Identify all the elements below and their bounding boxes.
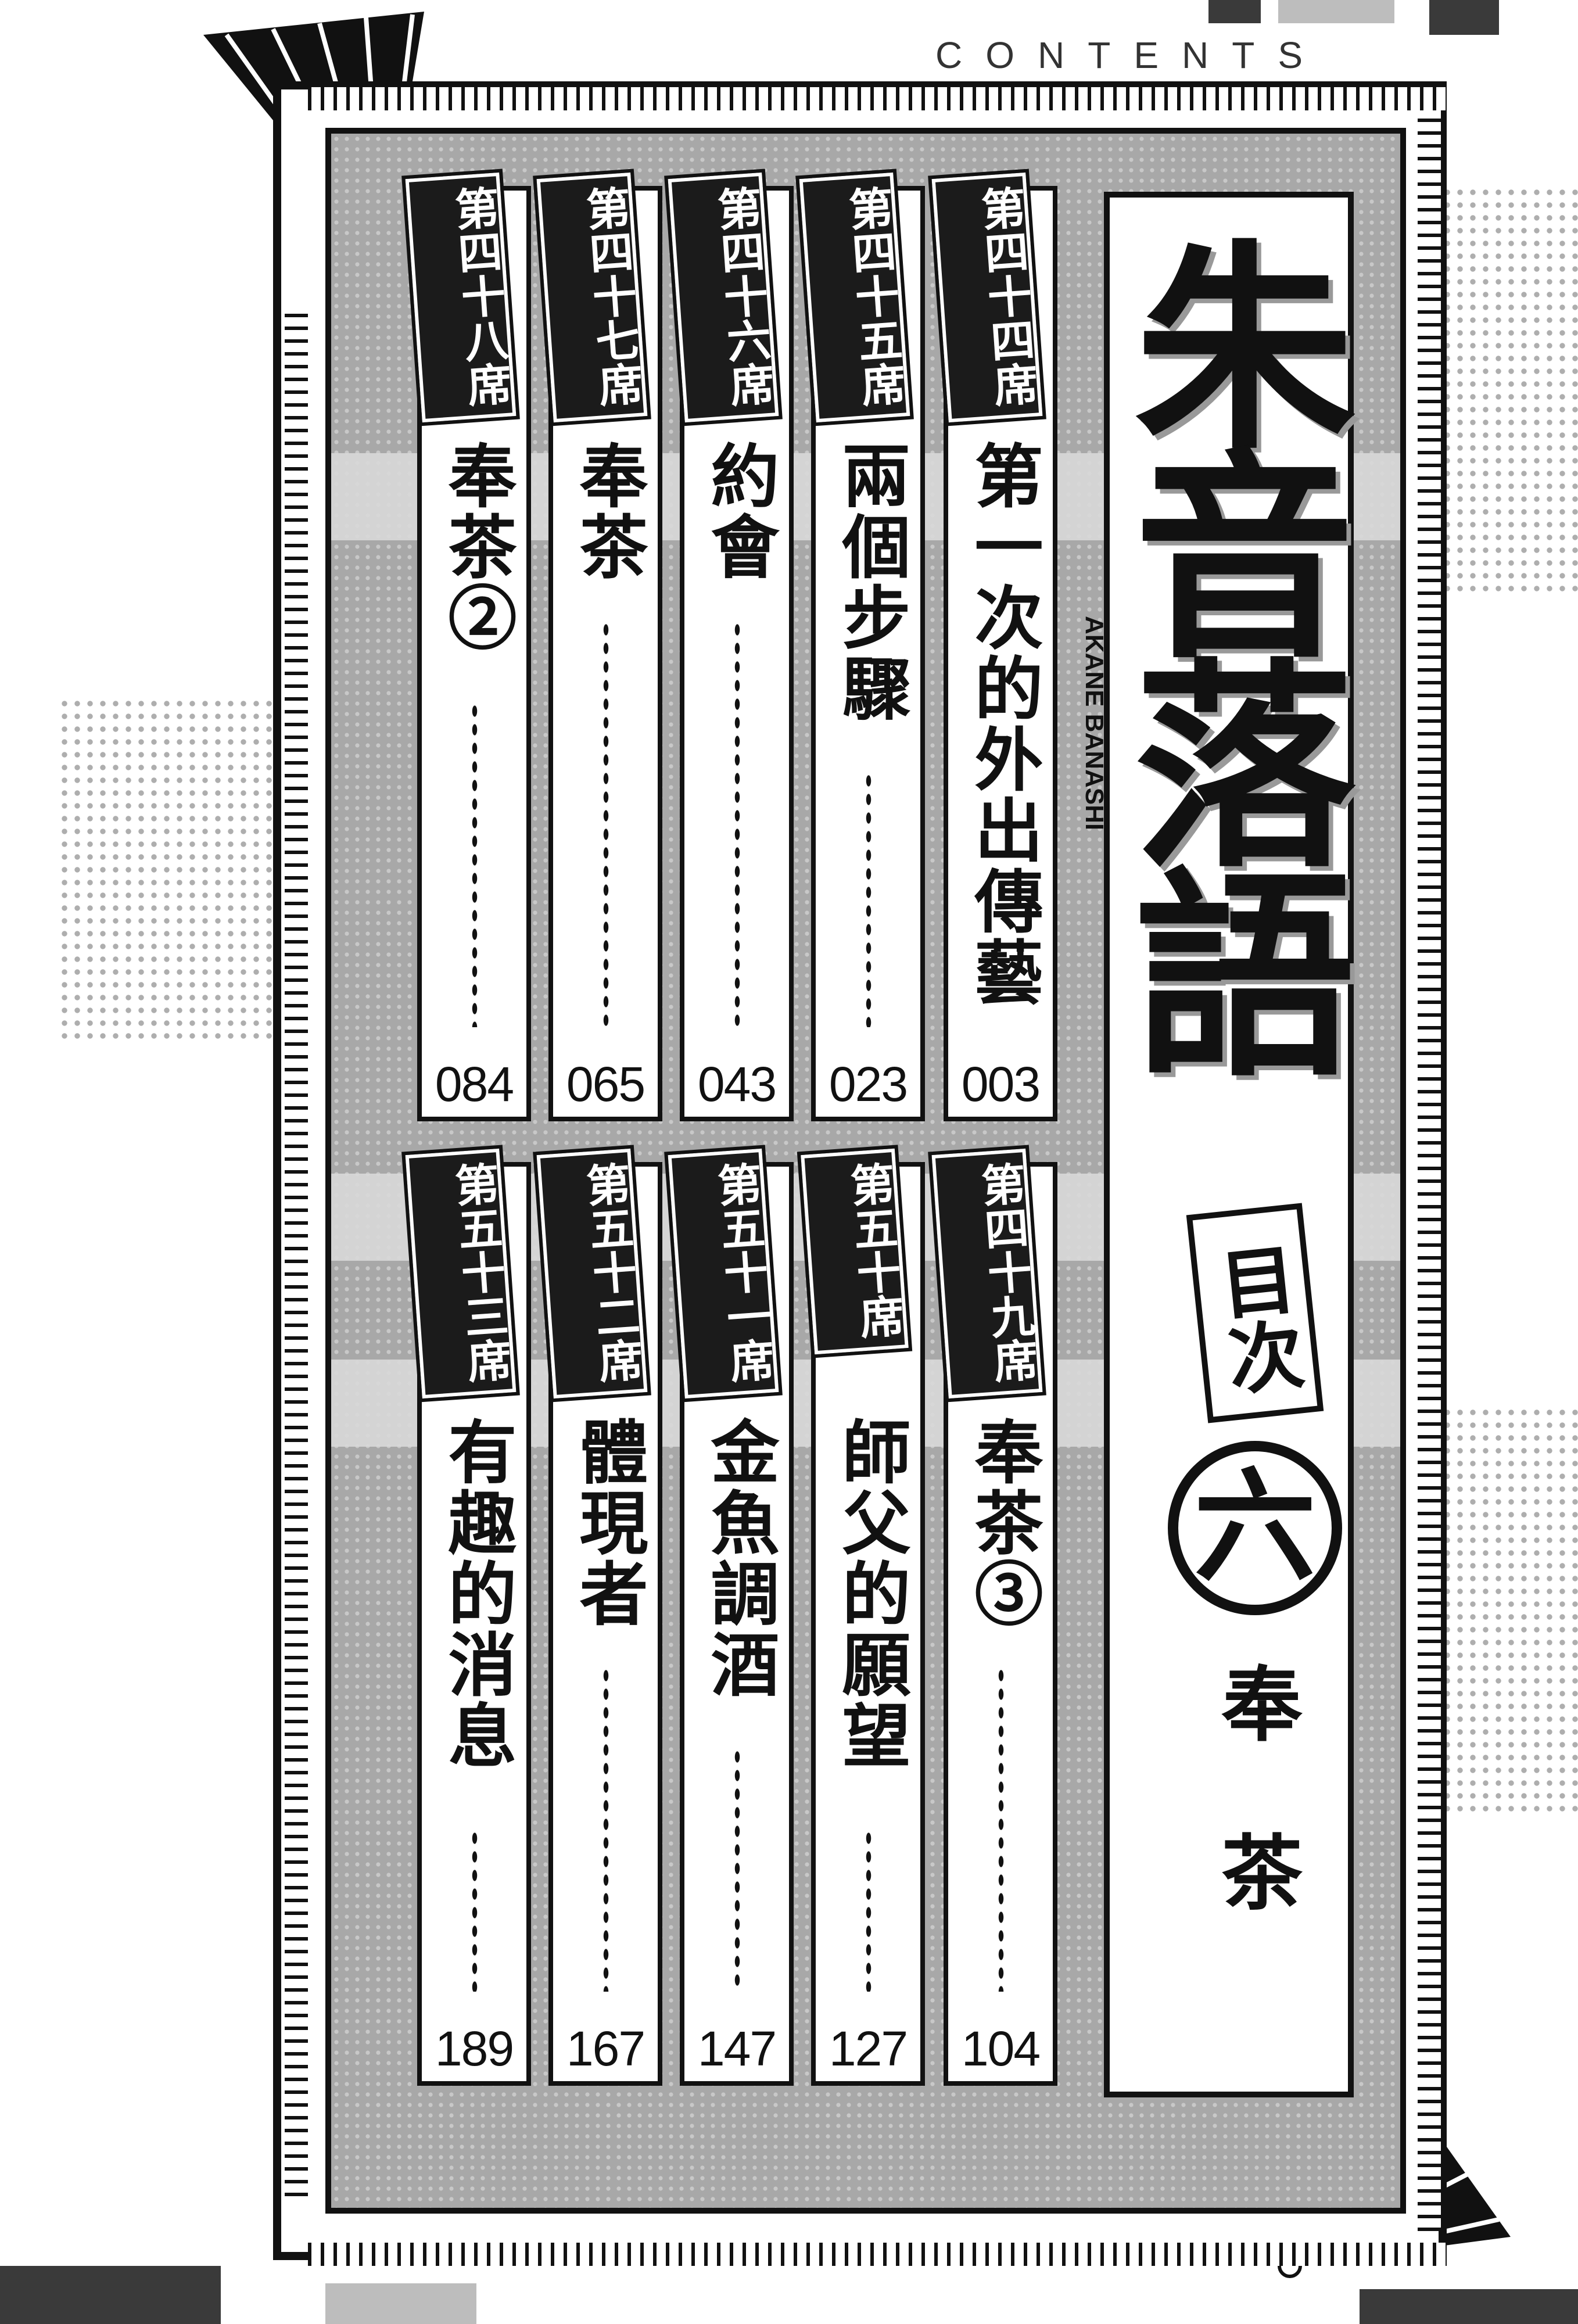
frame-rail <box>285 314 308 2196</box>
contents-label: CONTENTS <box>935 34 1326 76</box>
chapter-number: 第五十席 <box>797 1145 913 1358</box>
dotted-texture-left <box>58 697 279 1046</box>
chapter-entry[interactable]: 第五十二席 體現者 167 <box>532 1145 662 2086</box>
corner-stripe <box>1429 0 1499 35</box>
dot-leader <box>865 772 873 1027</box>
chapter-page: 147 <box>697 2021 777 2076</box>
volume-number: 六 <box>1168 1441 1342 1615</box>
chapter-page: 167 <box>566 2021 645 2076</box>
chapter-title: 兩個步驟 <box>830 440 911 724</box>
dot-leader <box>471 1829 479 1992</box>
chapter-title: 奉茶 <box>568 440 648 582</box>
chapter-number: 第四十八席 <box>401 168 521 426</box>
dotted-texture-right-top <box>1441 186 1578 593</box>
dot-leader <box>602 621 610 1027</box>
chapter-title: 奉茶③ <box>963 1416 1043 1629</box>
chapter-page: 023 <box>829 1057 908 1111</box>
corner-stripe <box>1360 2289 1578 2324</box>
chapter-page: 104 <box>961 2021 1041 2076</box>
chapter-number: 第五十三席 <box>401 1145 521 1403</box>
chapter-title: 第一次的外出傳藝 <box>963 440 1043 1007</box>
chapter-number: 第五十一席 <box>664 1145 783 1403</box>
chapter-entry[interactable]: 第五十三席 有趣的消息 189 <box>401 1145 531 2086</box>
chapter-title: 有趣的消息 <box>436 1416 517 1771</box>
series-title-block: 朱音落語 <box>1096 192 1356 2097</box>
chapter-title: 奉茶② <box>436 440 517 653</box>
chapter-number: 第四十四席 <box>927 168 1047 426</box>
corner-stripe <box>0 2266 221 2324</box>
dot-leader <box>997 1666 1005 1992</box>
dot-leader <box>602 1666 610 1992</box>
dot-leader <box>471 702 479 1027</box>
corner-stripe <box>1278 0 1394 23</box>
corner-stripe <box>1208 0 1261 23</box>
series-title: 朱音落語 <box>1096 232 1356 1069</box>
chapter-page: 127 <box>829 2021 908 2076</box>
chapter-entry[interactable]: 第四十七席 奉茶 065 <box>532 168 662 1121</box>
toc-label: 目次 <box>1186 1203 1324 1423</box>
volume-subtitle: 奉茶 <box>1207 1662 1303 1999</box>
series-romaji: AKANE BANASHI <box>1080 616 1109 831</box>
chapter-number: 第四十五席 <box>795 168 914 426</box>
chapter-title: 金魚調酒 <box>699 1416 780 1700</box>
chapter-title: 約會 <box>699 440 780 582</box>
chapter-entry[interactable]: 第四十九席 奉茶③ 104 <box>927 1145 1057 2086</box>
chapter-entry[interactable]: 第五十席 師父的願望 127 <box>797 1145 925 2086</box>
chapter-number: 第四十九席 <box>927 1145 1047 1403</box>
frame-rail <box>308 87 1447 110</box>
chapter-entry[interactable]: 第四十四席 第一次的外出傳藝 003 <box>927 168 1057 1121</box>
chapter-number: 第四十七席 <box>532 168 652 426</box>
chapter-title: 體現者 <box>568 1416 648 1629</box>
chapter-page: 084 <box>435 1057 514 1111</box>
chapter-entry[interactable]: 第四十六席 約會 043 <box>664 168 794 1121</box>
dot-leader <box>865 1829 873 1992</box>
dotted-texture-right-bottom <box>1441 1406 1578 1813</box>
corner-stripe <box>325 2283 476 2324</box>
chapter-entry[interactable]: 第四十五席 兩個步驟 023 <box>795 168 925 1121</box>
chapter-page: 003 <box>961 1057 1041 1111</box>
frame-rail <box>308 2243 1447 2266</box>
dot-leader <box>733 621 741 1027</box>
chapter-number: 第四十六席 <box>664 168 783 426</box>
chapter-page: 189 <box>435 2021 514 2076</box>
dot-leader <box>733 1748 741 1992</box>
chapter-entry[interactable]: 第五十一席 金魚調酒 147 <box>664 1145 794 2086</box>
chapter-page: 043 <box>697 1057 777 1111</box>
chapter-title: 師父的願望 <box>830 1416 911 1771</box>
chapter-number: 第五十二席 <box>532 1145 652 1403</box>
chapter-entry[interactable]: 第四十八席 奉茶② 084 <box>401 168 531 1121</box>
chapter-page: 065 <box>566 1057 645 1111</box>
frame-rail <box>1418 110 1441 2231</box>
